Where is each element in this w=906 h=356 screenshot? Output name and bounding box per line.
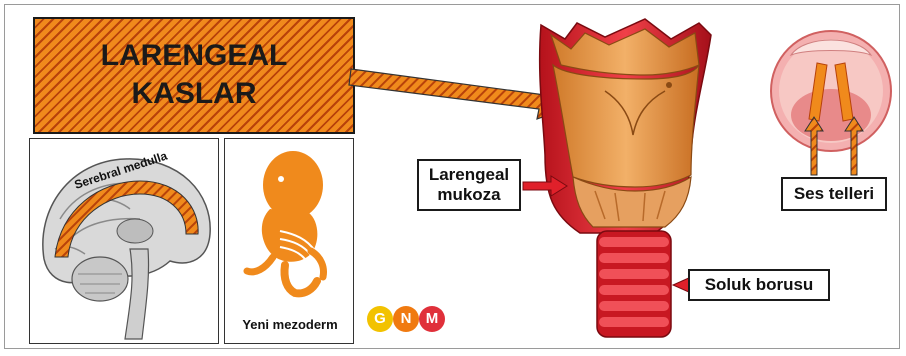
trachea [597,231,671,337]
larengeal-mukoza-label: Larengeal mukoza [417,159,521,211]
diagram-frame: LARENGEAL KASLAR Serebral medulla [4,4,900,349]
vocal-cords-view [771,31,891,175]
soluk-borusu-label: Soluk borusu [688,269,830,301]
ses-telleri-label: Ses telleri [781,177,887,211]
